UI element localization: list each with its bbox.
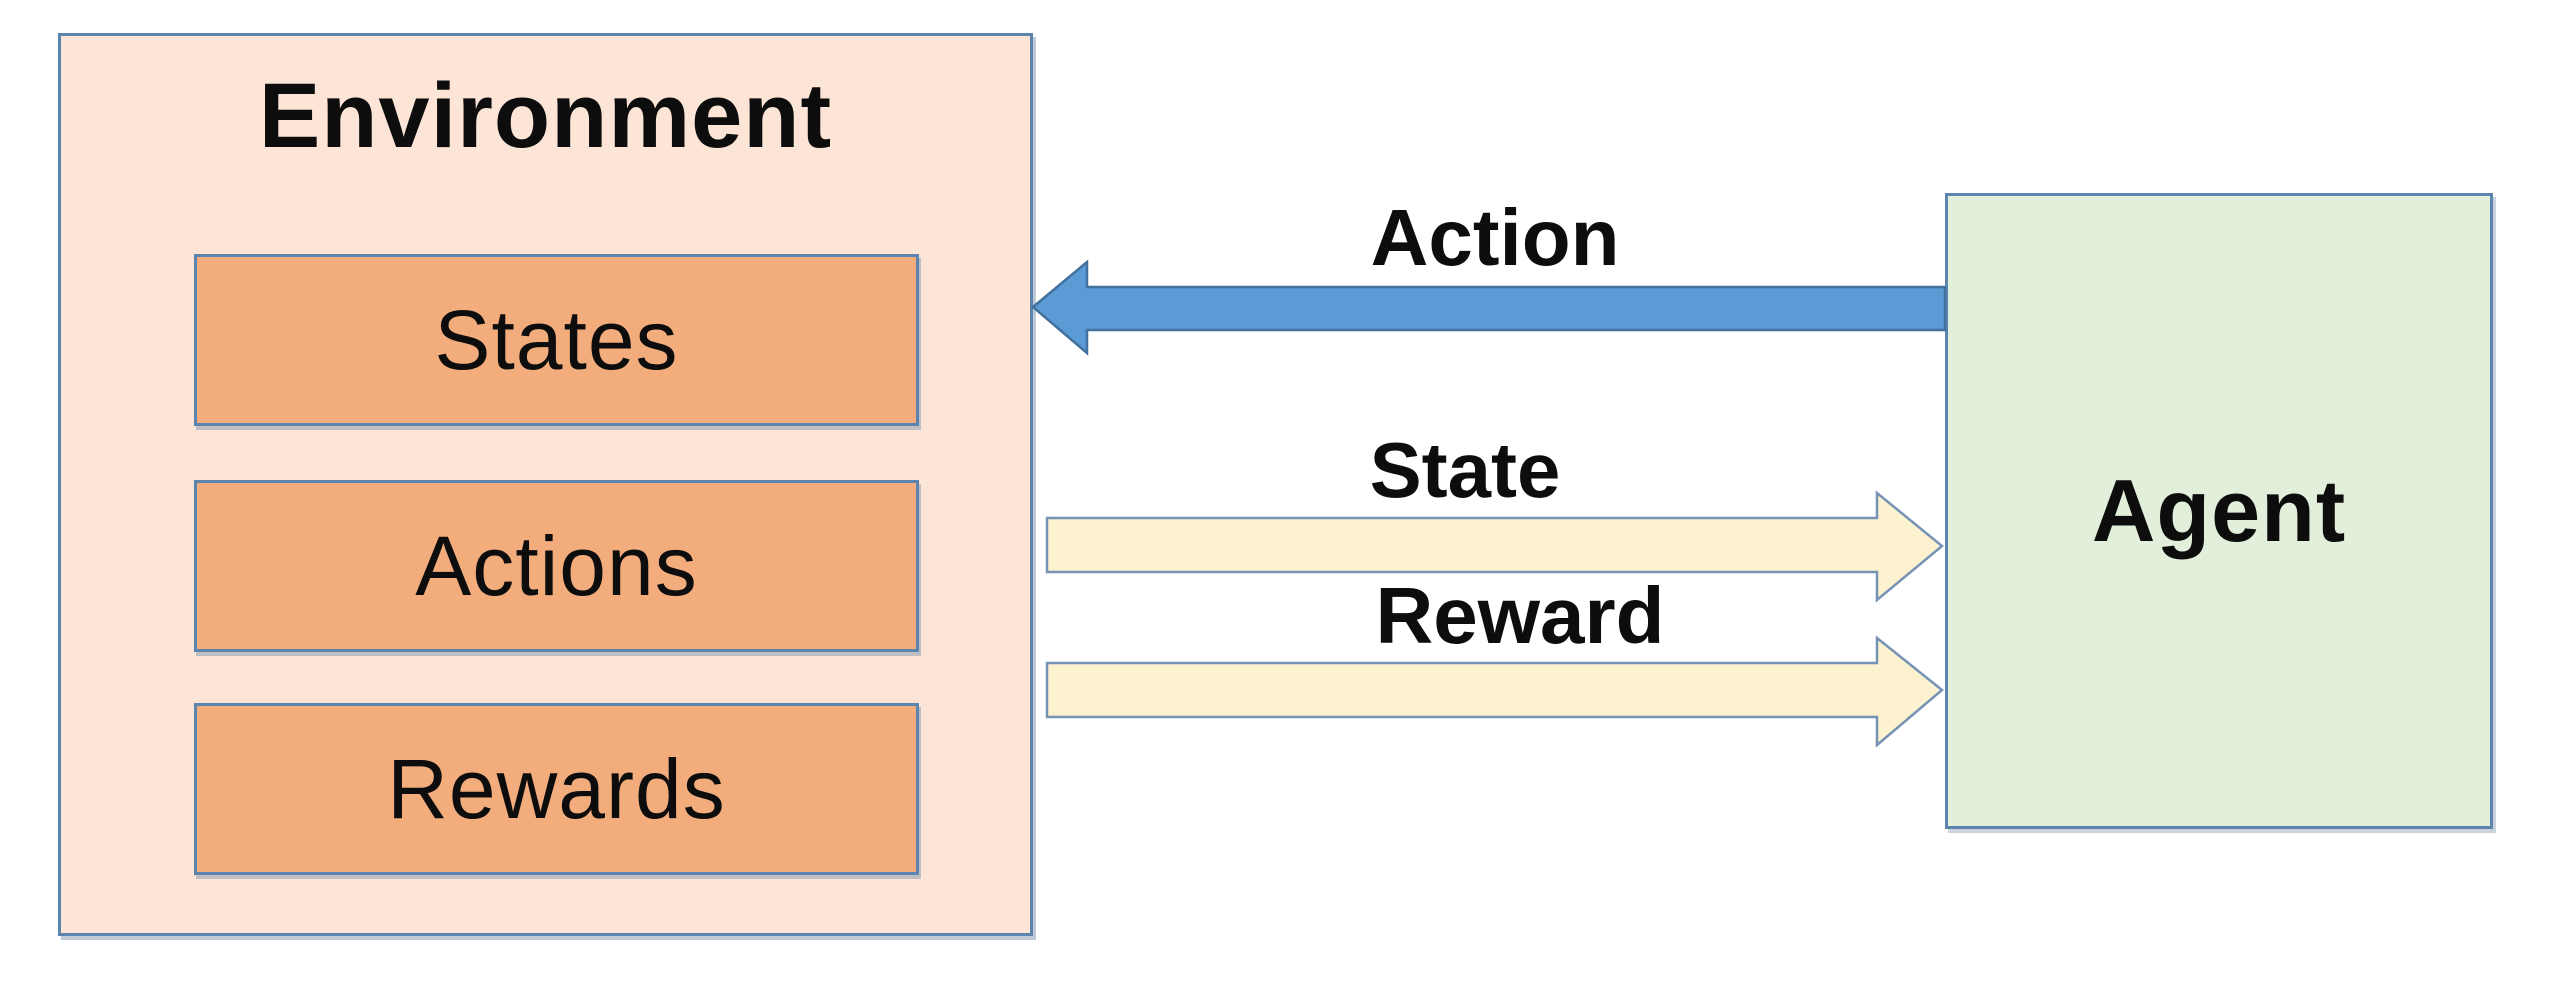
environment-item-actions: Actions — [194, 480, 919, 652]
environment-title: Environment — [258, 65, 833, 167]
environment-item-states: States — [194, 254, 919, 426]
action-arrow-label: Action — [1370, 193, 1620, 282]
actions-label: Actions — [415, 518, 698, 613]
states-label: States — [434, 292, 679, 387]
agent-box: Agent — [1945, 193, 2493, 829]
state-arrow-label: State — [1369, 426, 1561, 514]
rewards-label: Rewards — [387, 741, 726, 836]
environment-box: Environment States Actions Rewards — [58, 33, 1033, 936]
reward-arrow-label: Reward — [1375, 571, 1665, 660]
environment-item-rewards: Rewards — [194, 703, 919, 875]
agent-label: Agent — [2091, 461, 2347, 560]
